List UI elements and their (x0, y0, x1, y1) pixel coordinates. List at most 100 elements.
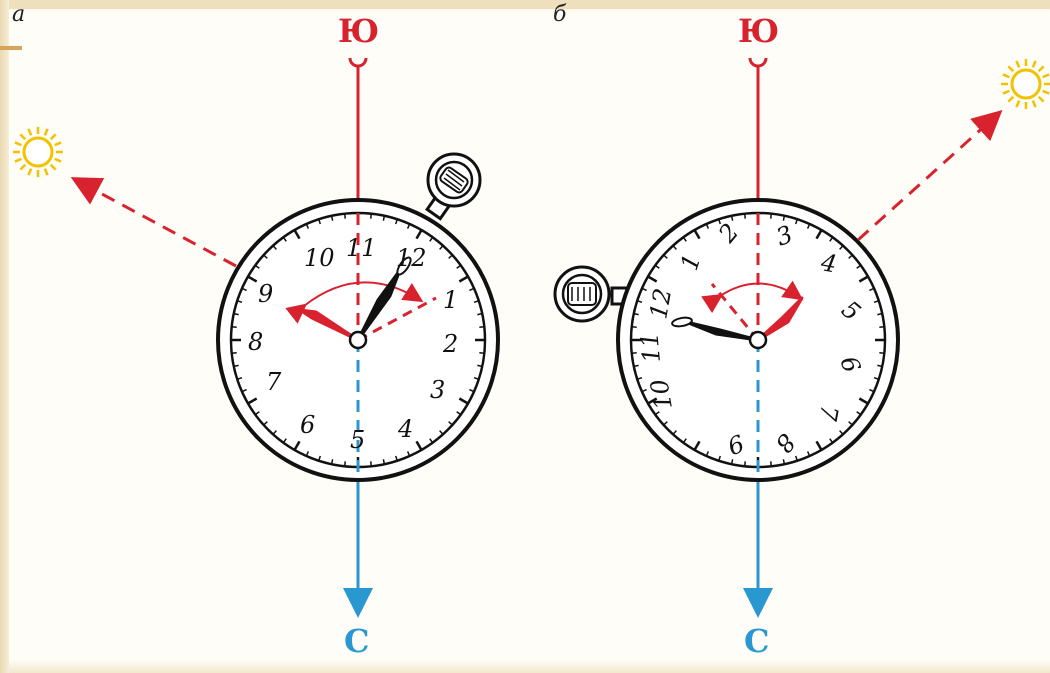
minute-tick (233, 364, 239, 368)
minute-tick (641, 388, 647, 393)
minute-tick (448, 254, 453, 259)
left-border (0, 0, 9, 673)
minute-tick (263, 254, 268, 259)
minute-tick (730, 215, 734, 221)
minute-tick (879, 352, 885, 355)
minute-tick (429, 438, 434, 444)
numeral: 11 (635, 331, 666, 364)
sun-icon (1001, 59, 1050, 109)
minute-tick (829, 236, 834, 242)
sun-direction-b (856, 109, 1003, 242)
minute-tick (672, 245, 677, 250)
minute-tick (263, 421, 268, 426)
sun-ray (27, 168, 33, 176)
minute-tick (247, 275, 258, 283)
minute-tick (633, 312, 639, 316)
minute-tick (782, 459, 786, 465)
numeral: 4 (818, 248, 839, 278)
minute-tick (654, 264, 660, 269)
minute-tick (877, 364, 883, 368)
south-label-a: Ю (338, 12, 380, 50)
minute-tick (330, 215, 334, 221)
panel-a: 1 2 3 4 5 6 7 8 9 10 11 12 (13, 57, 500, 618)
sun-ray (1015, 100, 1021, 108)
numeral: 11 (346, 234, 377, 262)
minute-tick (241, 388, 247, 393)
minute-tick (693, 229, 701, 240)
sun-ray (1007, 65, 1015, 73)
numeral: 12 (644, 286, 677, 321)
minute-tick (839, 245, 844, 250)
minute-tick (647, 397, 658, 405)
minute-tick (236, 376, 243, 380)
sun-ray (1042, 73, 1050, 79)
minute-tick (293, 229, 301, 240)
sun-direction-a (70, 177, 237, 268)
minute-tick (382, 215, 386, 221)
minute-tick (848, 421, 853, 426)
numeral: 5 (350, 426, 365, 454)
numeral: 2 (442, 330, 458, 358)
minute-tick (672, 430, 677, 435)
sun-ray (49, 163, 57, 171)
minute-tick (858, 275, 869, 283)
angle-arc-a (285, 281, 424, 324)
dial-numbers-a: 1 2 3 4 5 6 7 8 9 10 11 12 (248, 234, 458, 454)
minute-tick (631, 352, 637, 355)
center-pin-b (748, 330, 768, 350)
minute-tick (663, 254, 668, 259)
sun-ray (43, 128, 49, 136)
minute-tick (770, 461, 773, 467)
minute-tick (806, 451, 811, 457)
minute-tick (293, 440, 301, 451)
sun-ray (19, 133, 27, 141)
numeral: 9 (258, 280, 273, 308)
minute-tick (806, 223, 811, 229)
minute-tick (631, 325, 637, 328)
minute-tick (794, 218, 798, 225)
minute-tick (869, 287, 875, 292)
minute-tick (233, 312, 239, 316)
minute-tick (236, 300, 243, 304)
minute-tick (869, 388, 875, 393)
minute-tick (479, 325, 485, 328)
sun-ray (54, 157, 62, 163)
sun-icon (13, 127, 63, 177)
minute-tick (241, 287, 247, 292)
minute-tick (647, 275, 658, 283)
minute-tick (877, 312, 883, 316)
minute-tick (654, 411, 660, 416)
sun-ray (1037, 65, 1045, 73)
minute-tick (873, 300, 880, 304)
north-label-b: С (744, 622, 770, 660)
sun-ray (27, 128, 33, 136)
sun-ray (1007, 95, 1015, 103)
numeral: 7 (266, 368, 282, 396)
minute-tick (415, 440, 423, 451)
minute-tick (415, 229, 423, 240)
minute-tick (705, 223, 710, 229)
minute-tick (815, 440, 823, 451)
corner-accent (0, 46, 22, 50)
minute-tick (469, 388, 475, 393)
minute-tick (272, 245, 277, 250)
minute-tick (458, 397, 469, 405)
minute-tick (394, 218, 398, 225)
minute-tick (636, 300, 643, 304)
hour-hand-b (756, 296, 804, 342)
minute-tick (718, 218, 722, 225)
south-label-b: Ю (738, 12, 780, 50)
minute-tick (282, 236, 287, 242)
sun-ray (19, 163, 27, 171)
sun-ray (43, 168, 49, 176)
minute-tick (477, 312, 483, 316)
numeral: 3 (430, 376, 445, 404)
minute-tick (730, 459, 734, 465)
minute-tick (318, 218, 322, 225)
minute-tick (231, 325, 237, 328)
numeral: 8 (248, 328, 263, 356)
minute-tick (682, 236, 687, 242)
sun-ray (54, 141, 62, 147)
